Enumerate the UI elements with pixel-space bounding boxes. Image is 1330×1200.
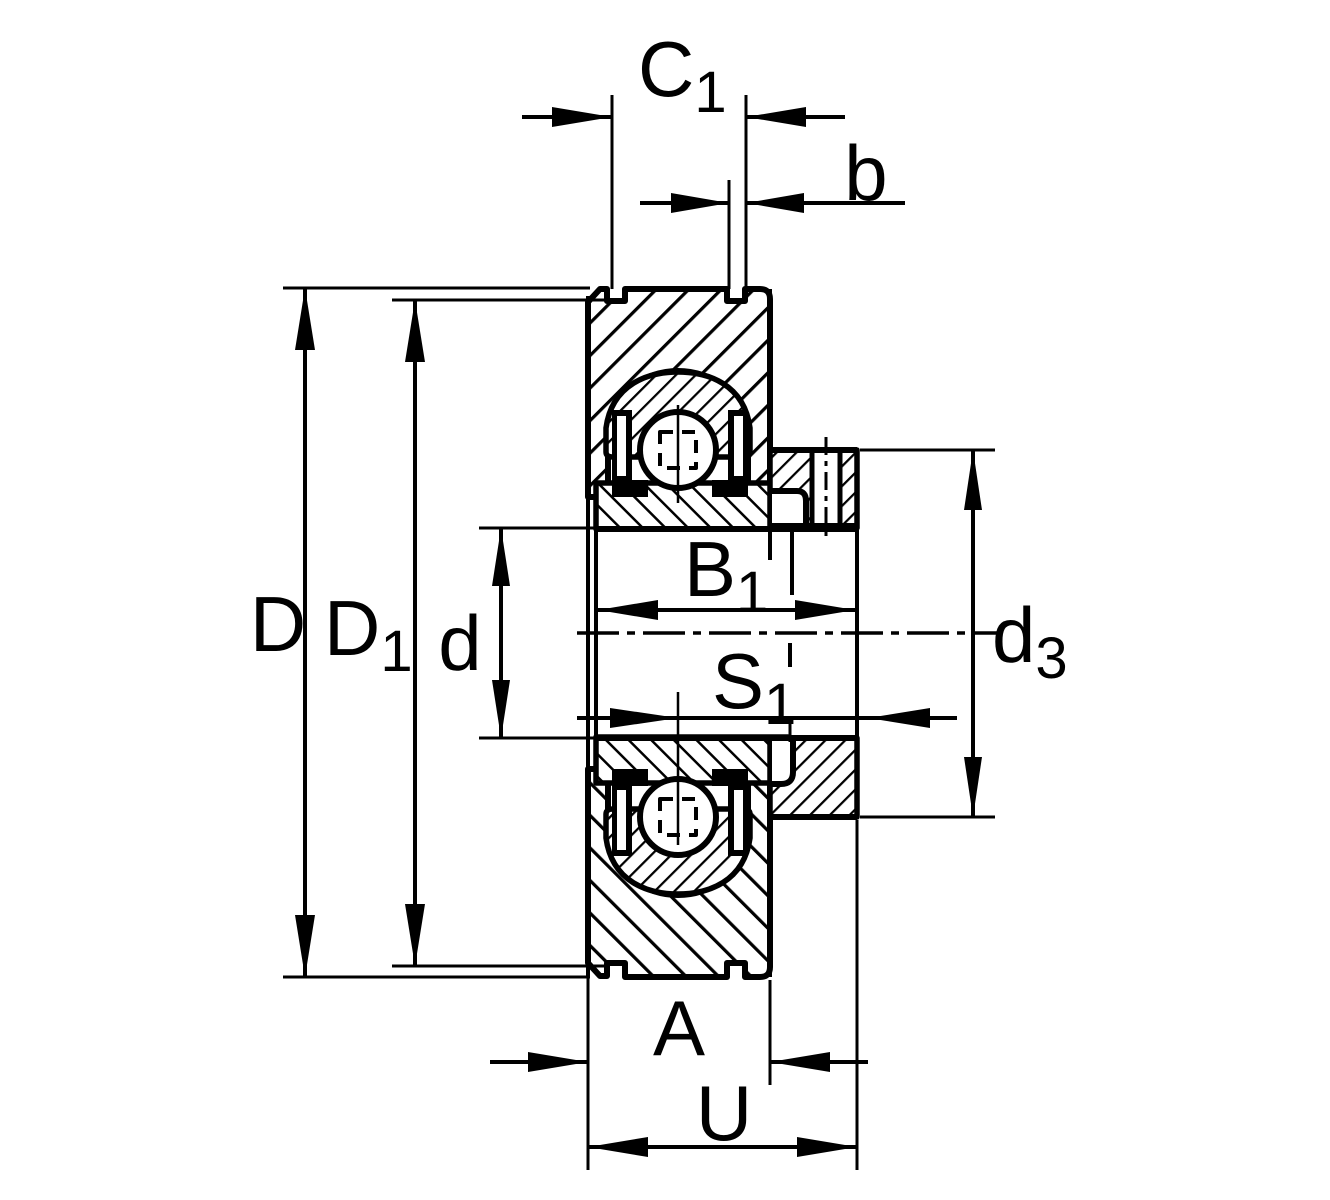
dimension-labels: C1 b D D1 d B1 S1 d3 A U <box>250 25 1068 1157</box>
dim-S1 <box>577 708 957 742</box>
dim-label-S1: S1 <box>712 637 796 737</box>
dimensions <box>283 95 995 1170</box>
seal-top-left <box>612 410 648 497</box>
collar-top <box>767 437 860 536</box>
bearing-section <box>585 286 860 980</box>
dim-label-D: D <box>250 580 306 668</box>
edge-lines <box>586 289 859 977</box>
dim-label-b: b <box>844 129 887 217</box>
collar-recess-top <box>772 491 806 525</box>
dim-label-C1: C1 <box>638 25 727 125</box>
dim-label-U: U <box>696 1069 752 1157</box>
dim-d <box>479 526 600 740</box>
seal-bottom-left <box>612 769 648 856</box>
dim-label-A: A <box>653 984 705 1072</box>
dim-label-d3: d3 <box>992 591 1068 691</box>
dim-label-d: d <box>438 599 481 687</box>
dim-C1 <box>522 95 845 289</box>
dim-D <box>283 286 590 979</box>
dim-D1 <box>392 298 610 968</box>
dim-B1 <box>598 600 855 620</box>
dim-d3 <box>860 448 995 819</box>
collar-bottom <box>767 735 860 820</box>
collar-recess-bottom <box>770 741 793 784</box>
dim-A <box>490 960 868 1170</box>
dim-U <box>588 820 859 1170</box>
dim-label-D1: D1 <box>324 584 413 684</box>
dim-label-B1: B1 <box>684 525 768 625</box>
dim-b <box>640 180 905 289</box>
seal-bottom-right <box>712 769 748 856</box>
seal-top-right <box>712 410 748 497</box>
ball-top <box>637 405 719 503</box>
